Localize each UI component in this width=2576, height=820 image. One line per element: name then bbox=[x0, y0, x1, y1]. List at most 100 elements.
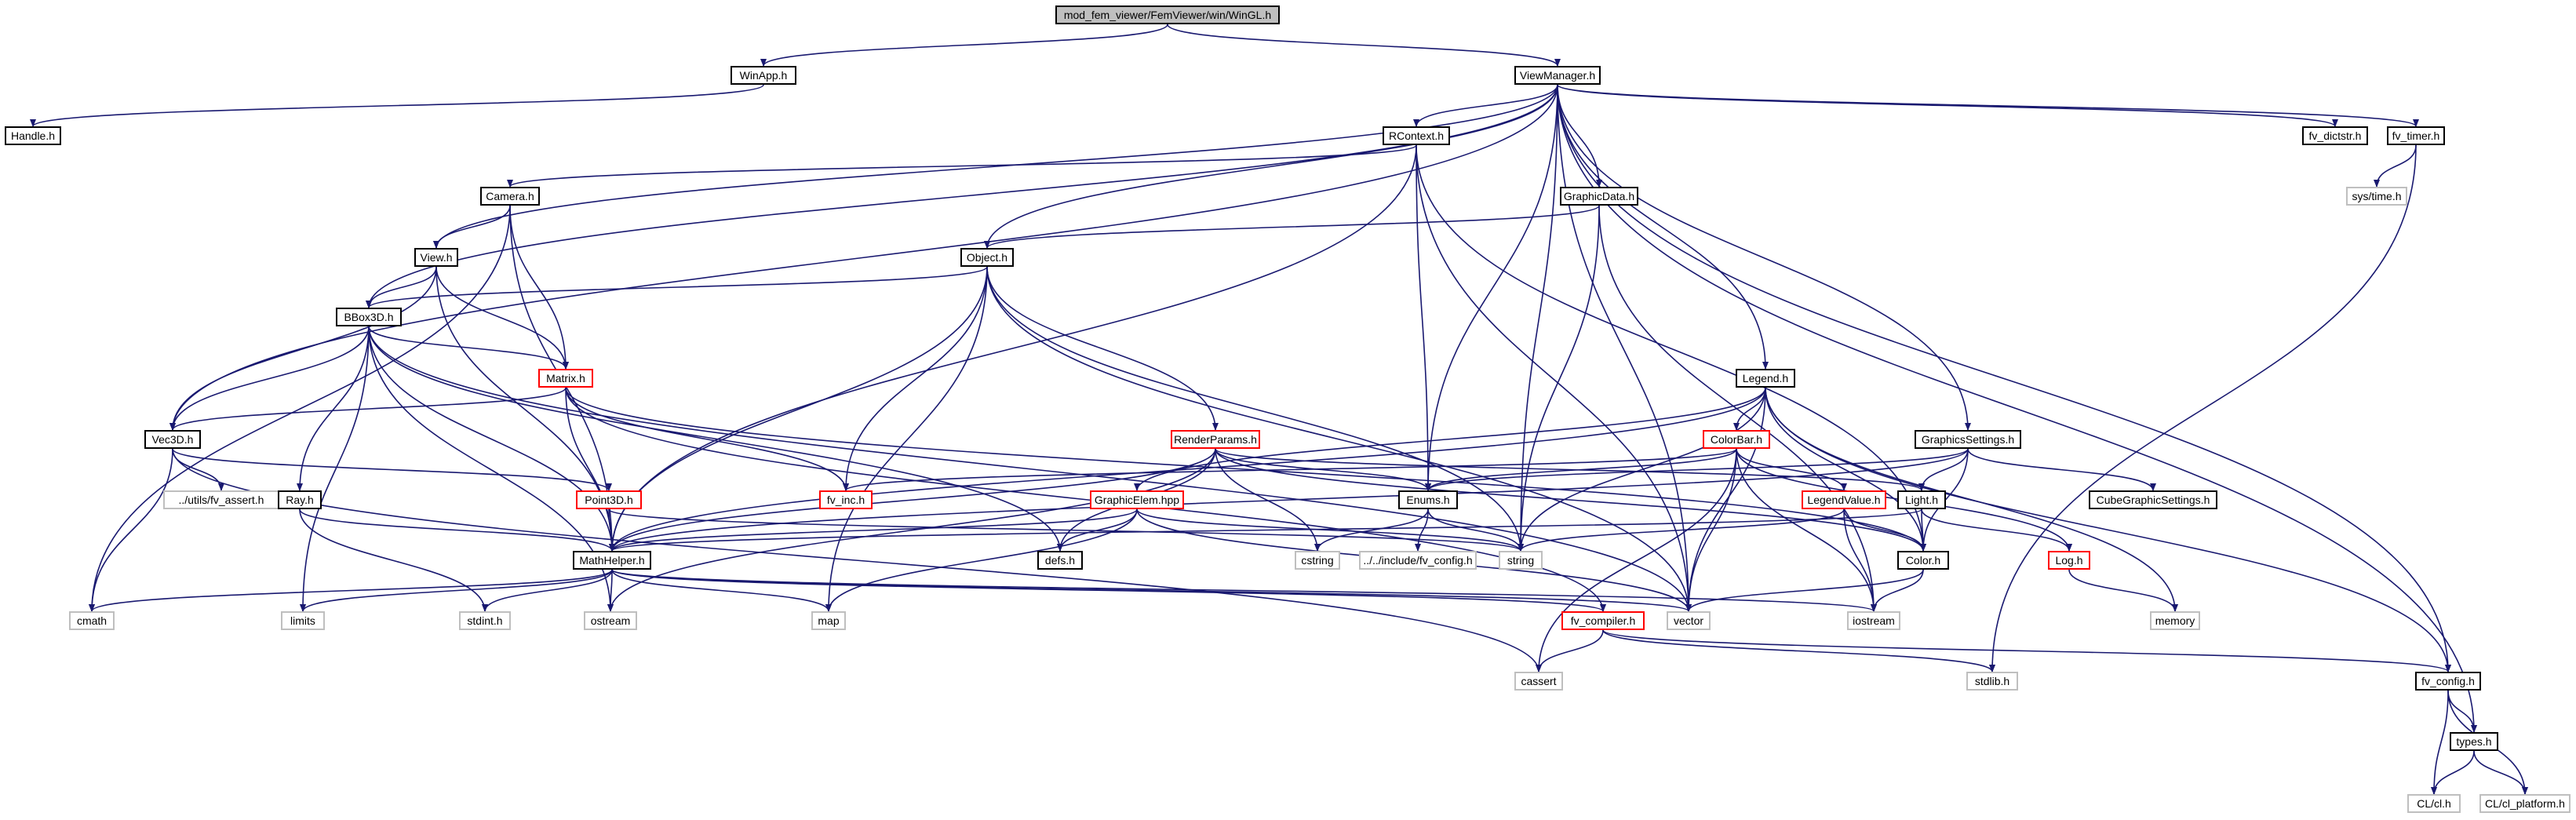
node-light-h[interactable]: Light.h bbox=[1897, 490, 1946, 509]
node-limits[interactable]: limits bbox=[281, 611, 325, 630]
node-defs-h[interactable]: defs.h bbox=[1037, 551, 1083, 570]
node-vector[interactable]: vector bbox=[1667, 611, 1711, 630]
node-cassert[interactable]: cassert bbox=[1514, 672, 1563, 691]
edge-object-to-bbox3d bbox=[366, 266, 988, 308]
edge-bbox3d-to-limits bbox=[300, 326, 370, 612]
node-cubegraphicsettings-h[interactable]: CubeGraphicSettings.h bbox=[2089, 490, 2217, 509]
node-cstring[interactable]: cstring bbox=[1295, 551, 1340, 570]
node-matrix-h[interactable]: Matrix.h bbox=[538, 369, 593, 388]
edge-winapp-to-handle bbox=[30, 84, 764, 127]
node-fv-compiler-h[interactable]: fv_compiler.h bbox=[1561, 611, 1645, 630]
edge-fv_compiler-to-stdlib bbox=[1602, 629, 1995, 672]
edge-matrix-to-vec3d bbox=[169, 387, 567, 431]
node-utils-fv-assert-h[interactable]: ../utils/fv_assert.h bbox=[163, 490, 279, 509]
node-ray-h[interactable]: Ray.h bbox=[278, 490, 322, 509]
node-color-h[interactable]: Color.h bbox=[1897, 551, 1949, 570]
edge-renderparams-to-color bbox=[1215, 448, 1926, 552]
edge-object-to-string bbox=[986, 266, 1524, 552]
node-log-h[interactable]: Log.h bbox=[2048, 551, 2090, 570]
node-vec3d-h[interactable]: Vec3D.h bbox=[144, 430, 201, 449]
edge-graphicdata-to-object bbox=[984, 205, 1600, 249]
node-memory[interactable]: memory bbox=[2150, 611, 2200, 630]
edge-ray-to-mathhelper bbox=[299, 508, 615, 552]
node-cmath[interactable]: cmath bbox=[69, 611, 115, 630]
edge-graphicssettings-to-mathhelper bbox=[609, 448, 1969, 552]
node-legendvalue-h[interactable]: LegendValue.h bbox=[1802, 490, 1886, 509]
node-point3d-h[interactable]: Point3D.h bbox=[576, 490, 642, 509]
edge-legend-to-graphicelem bbox=[1134, 387, 1766, 491]
node-colorbar-h[interactable]: ColorBar.h bbox=[1703, 430, 1770, 449]
node-bbox3d-h[interactable]: BBox3D.h bbox=[336, 308, 402, 326]
edge-viewmanager-to-rcontext bbox=[1413, 84, 1558, 127]
edge-ray-to-stdint bbox=[299, 508, 488, 612]
node-fv-dictstr-h[interactable]: fv_dictstr.h bbox=[2302, 126, 2368, 145]
edge-enums-to-include_fv_config bbox=[1415, 508, 1429, 552]
node-sys-time-h[interactable]: sys/time.h bbox=[2346, 187, 2407, 206]
node-object-h[interactable]: Object.h bbox=[960, 248, 1014, 267]
node-graphicssettings-h[interactable]: GraphicsSettings.h bbox=[1915, 430, 2021, 449]
edge-rcontext-to-color bbox=[1416, 144, 1926, 552]
edge-colorbar-to-enums bbox=[1425, 448, 1737, 491]
edge-legend-to-string bbox=[1518, 387, 1766, 552]
node-graphicelem-hpp[interactable]: GraphicElem.hpp bbox=[1090, 490, 1184, 509]
node-stdint-h[interactable]: stdint.h bbox=[459, 611, 511, 630]
node-ostream[interactable]: ostream bbox=[584, 611, 637, 630]
node-cl-cl-h[interactable]: CL/cl.h bbox=[2407, 794, 2461, 813]
edge-vec3d-to-cmath bbox=[89, 448, 173, 612]
node-handle-h[interactable]: Handle.h bbox=[5, 126, 61, 145]
node-legend-h[interactable]: Legend.h bbox=[1736, 369, 1795, 388]
edge-object-to-renderparams bbox=[986, 266, 1219, 431]
edge-rcontext-to-enums bbox=[1416, 144, 1431, 491]
edge-viewmanager-to-vector bbox=[1557, 84, 1692, 612]
edge-bbox3d-to-ray bbox=[297, 326, 370, 491]
edge-viewmanager-to-legend bbox=[1557, 84, 1769, 370]
edge-mathhelper-to-fv_compiler bbox=[611, 569, 1606, 612]
edge-types-to-cl_platform bbox=[2473, 750, 2528, 795]
node-rcontext-h[interactable]: RContext.h bbox=[1383, 126, 1450, 145]
node-fv-inc-h[interactable]: fv_inc.h bbox=[819, 490, 873, 509]
edge-legendvalue-to-iostream bbox=[1843, 508, 1877, 612]
edge-bbox3d-to-defs bbox=[368, 326, 1063, 552]
edge-wingl-to-winapp bbox=[760, 24, 1168, 67]
node-types-h[interactable]: types.h bbox=[2450, 732, 2498, 751]
node-cl-cl-platform-h[interactable]: CL/cl_platform.h bbox=[2479, 794, 2571, 813]
edge-enums-to-string bbox=[1427, 508, 1524, 552]
edge-fv_timer-to-sys_time bbox=[2374, 144, 2417, 188]
node-view-h[interactable]: View.h bbox=[414, 248, 458, 267]
edge-renderparams-to-mathhelper bbox=[609, 448, 1216, 552]
node-winapp-h[interactable]: WinApp.h bbox=[731, 66, 796, 85]
edge-graphicssettings-to-enums bbox=[1425, 448, 1969, 491]
focus-node-wingl-h: mod_fem_viewer/FemViewer/win/WinGL.h bbox=[1055, 5, 1280, 24]
edge-viewmanager-to-vec3d bbox=[169, 84, 1558, 431]
node-mathhelper-h[interactable]: MathHelper.h bbox=[573, 551, 651, 570]
node-include-fv-config-h[interactable]: ../../include/fv_config.h bbox=[1359, 551, 1477, 570]
node-stdlib-h[interactable]: stdlib.h bbox=[1966, 672, 2018, 691]
node-camera-h[interactable]: Camera.h bbox=[480, 187, 540, 206]
edge-light-to-mathhelper bbox=[609, 508, 1922, 552]
edge-light-to-log bbox=[1921, 508, 2072, 552]
node-viewmanager-h[interactable]: ViewManager.h bbox=[1514, 66, 1601, 85]
edge-bbox3d-to-matrix bbox=[368, 326, 569, 370]
edge-fv_timer-to-stdlib bbox=[1989, 144, 2417, 672]
edge-mathhelper-to-stdint bbox=[482, 569, 613, 612]
node-graphicdata-h[interactable]: GraphicData.h bbox=[1560, 187, 1638, 206]
edge-point3d-to-string bbox=[608, 508, 1524, 552]
node-fv-timer-h[interactable]: fv_timer.h bbox=[2387, 126, 2445, 145]
edge-renderparams-to-light bbox=[1215, 448, 1925, 491]
edge-vec3d-to-point3d bbox=[172, 448, 612, 491]
node-string[interactable]: string bbox=[1499, 551, 1543, 570]
edge-legend-to-vector bbox=[1685, 387, 1766, 612]
edge-viewmanager-to-object bbox=[984, 84, 1558, 249]
edge-viewmanager-to-graphicssettings bbox=[1557, 84, 1971, 431]
edge-mathhelper-to-map bbox=[611, 569, 832, 612]
edge-colorbar-to-vector bbox=[1685, 448, 1737, 612]
edge-view-to-matrix bbox=[435, 266, 569, 370]
edge-colorbar-to-iostream bbox=[1736, 448, 1877, 612]
node-map[interactable]: map bbox=[811, 611, 846, 630]
node-fv-config-h[interactable]: fv_config.h bbox=[2415, 672, 2481, 691]
node-renderparams-h[interactable]: RenderParams.h bbox=[1171, 430, 1260, 449]
node-iostream[interactable]: iostream bbox=[1847, 611, 1900, 630]
edge-renderparams-to-cstring bbox=[1215, 448, 1321, 552]
node-enums-h[interactable]: Enums.h bbox=[1398, 490, 1458, 509]
edge-fv_compiler-to-fv_config bbox=[1602, 629, 2451, 672]
